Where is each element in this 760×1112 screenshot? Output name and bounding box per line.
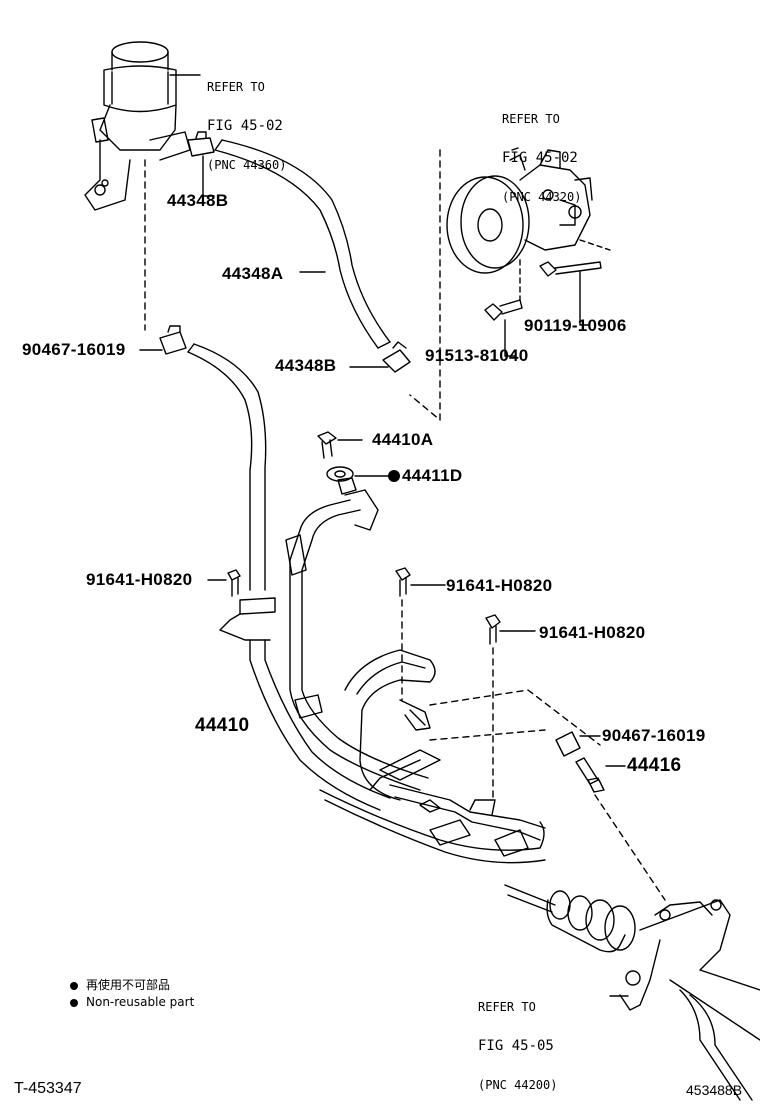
legend-dot-icon <box>70 981 78 990</box>
part-44416[interactable]: 44416 <box>627 755 682 776</box>
washer-44411D-drawing <box>326 466 389 482</box>
cooler-pipe-drawing <box>319 649 546 864</box>
reservoir-ref-line1: REFER TO <box>207 80 265 94</box>
part-44410[interactable]: 44410 <box>195 715 250 736</box>
part-44348A[interactable]: 44348A <box>222 264 284 283</box>
part-90467-right[interactable]: 90467-16019 <box>602 726 706 745</box>
pump-ref-line3: (PNC 44320) <box>502 190 582 204</box>
part-44410A[interactable]: 44410A <box>372 430 434 449</box>
footer-left-code: T-453347 <box>14 1080 82 1097</box>
legend-item1: 再使用不可部品 <box>86 978 171 992</box>
legend-row-english: Non-reusable part <box>70 994 194 1011</box>
gear-reference: REFER TO FIG 45-05 (PNC 44200) <box>478 975 557 1105</box>
bolt-90119-drawing <box>539 261 602 326</box>
clamp-44348B-bottom-drawing <box>349 341 411 373</box>
part-44348B-bottom[interactable]: 44348B <box>275 356 337 375</box>
hose-44348A-drawing <box>214 139 391 349</box>
reservoir-reference: REFER TO FIG 45-02 (PNC 44360) <box>207 55 286 185</box>
part-91641-left[interactable]: 91641-H0820 <box>86 570 193 589</box>
legend-item2: Non-reusable part <box>86 995 195 1009</box>
reservoir-ref-line2: FIG 45-02 <box>207 118 283 134</box>
bolt-44410A-drawing <box>317 431 363 459</box>
reservoir-drawing <box>84 41 201 211</box>
legend-row-japanese: 再使用不可部品 <box>70 977 194 994</box>
part-91513[interactable]: 91513-81040 <box>425 346 529 365</box>
part-90119[interactable]: 90119-10906 <box>524 316 627 335</box>
part-44411D-label: 44411D <box>402 466 463 485</box>
part-44348B-top[interactable]: 44348B <box>167 191 229 210</box>
pump-ref-line2: FIG 45-02 <box>502 150 578 166</box>
bolt-91641-right-drawing <box>485 614 536 801</box>
bolt-91641-left-drawing <box>207 569 241 597</box>
gear-ref-line1: REFER TO <box>478 1000 536 1014</box>
part-91641-mid[interactable]: 91641-H0820 <box>446 576 553 595</box>
union-44416-drawing <box>575 757 666 901</box>
gear-ref-line3: (PNC 44200) <box>478 1078 558 1092</box>
pressure-hose-drawing <box>285 477 429 791</box>
bolt-91513-drawing <box>484 299 523 357</box>
gear-ref-line2: FIG 45-05 <box>478 1038 554 1054</box>
pump-reference: REFER TO FIG 45-02 (PNC 44320) <box>502 87 581 217</box>
clamp-44348B-top-drawing <box>187 131 215 197</box>
legend-dot-icon <box>70 998 78 1007</box>
part-44411D[interactable]: 44411D <box>388 467 462 484</box>
steering-gear-drawing <box>504 884 760 1101</box>
pump-drawing <box>446 147 611 301</box>
part-90467-left[interactable]: 90467-16019 <box>22 340 126 359</box>
clamp-90467-right-drawing <box>555 731 601 757</box>
pump-ref-line1: REFER TO <box>502 112 560 126</box>
part-91641-right[interactable]: 91641-H0820 <box>539 623 646 642</box>
clamp-90467-left-drawing <box>139 325 187 355</box>
reservoir-ref-line3: (PNC 44360) <box>207 158 287 172</box>
return-hose-drawing <box>187 343 391 811</box>
footer-right-code: 453488B <box>686 1082 743 1098</box>
non-reusable-marker-icon <box>388 470 400 482</box>
legend: 再使用不可部品 Non-reusable part <box>70 977 194 1011</box>
